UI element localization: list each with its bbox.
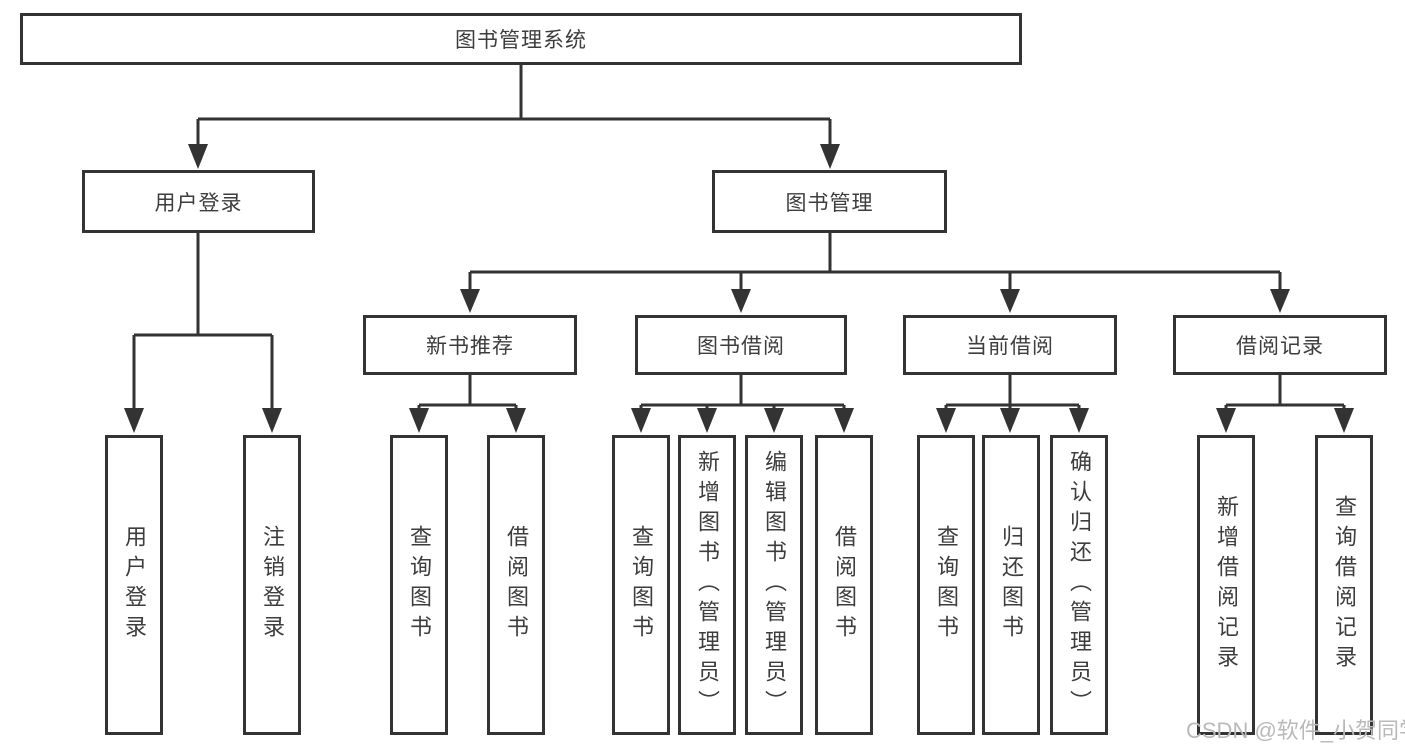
node-book-borrow-label: 图书借阅 bbox=[697, 335, 785, 358]
arrowheads-level3 bbox=[460, 289, 1290, 313]
node-current-borrow-label: 当前借阅 bbox=[966, 335, 1054, 358]
connector-borrow-records-subtree bbox=[1224, 375, 1346, 410]
leaf-user-login: 用户登录 bbox=[105, 435, 163, 735]
node-book-management: 图书管理 bbox=[712, 170, 947, 233]
leaf-query-books-borrow: 查询图书 bbox=[612, 435, 670, 735]
leaf-query-books-recommend-label: 查询图书 bbox=[407, 525, 432, 645]
leaf-query-borrow-record-label: 查询借阅记录 bbox=[1332, 495, 1357, 675]
leaf-logout-label: 注销登录 bbox=[260, 525, 285, 645]
leaf-add-book-admin-label: 新增图书（管理员） bbox=[695, 450, 720, 720]
connector-user-login-subtree bbox=[132, 233, 274, 410]
csdn-watermark: CSDN @软件_小贺同学 bbox=[1186, 718, 1405, 743]
arrowheads-new-book-leaves bbox=[409, 408, 526, 433]
leaf-add-borrow-record-label: 新增借阅记录 bbox=[1214, 495, 1239, 675]
leaf-user-login-label: 用户登录 bbox=[122, 525, 147, 645]
arrowheads-borrow-records-leaves bbox=[1216, 408, 1354, 433]
leaf-query-books-recommend: 查询图书 bbox=[390, 435, 448, 735]
connector-book-management-to-level3 bbox=[468, 233, 1282, 291]
leaf-query-books-current-label: 查询图书 bbox=[934, 525, 959, 645]
node-borrow-records: 借阅记录 bbox=[1173, 315, 1387, 375]
leaf-borrow-books-recommend: 借阅图书 bbox=[487, 435, 545, 735]
node-root-label: 图书管理系统 bbox=[455, 29, 587, 52]
connector-new-book-subtree bbox=[417, 375, 518, 410]
leaf-edit-book-admin: 编辑图书（管理员） bbox=[745, 435, 803, 735]
node-root: 图书管理系统 bbox=[20, 13, 1022, 65]
leaf-return-books-label: 归还图书 bbox=[999, 525, 1024, 645]
node-book-borrow: 图书借阅 bbox=[635, 315, 847, 375]
node-new-book-recommend-label: 新书推荐 bbox=[426, 335, 514, 358]
leaf-query-books-current: 查询图书 bbox=[917, 435, 975, 735]
leaf-confirm-return-admin-label: 确认归还（管理员） bbox=[1067, 450, 1092, 720]
node-new-book-recommend: 新书推荐 bbox=[363, 315, 577, 375]
leaf-borrow-books-label: 借阅图书 bbox=[832, 525, 857, 645]
leaf-query-books-borrow-label: 查询图书 bbox=[629, 525, 654, 645]
arrowheads-level2 bbox=[188, 144, 840, 169]
node-current-borrow: 当前借阅 bbox=[903, 315, 1117, 375]
connector-root-to-level2 bbox=[196, 65, 832, 146]
leaf-add-book-admin: 新增图书（管理员） bbox=[678, 435, 736, 735]
connector-current-borrow-subtree bbox=[944, 375, 1081, 410]
leaf-logout: 注销登录 bbox=[243, 435, 301, 735]
node-user-login: 用户登录 bbox=[82, 170, 315, 233]
arrowheads-current-borrow-leaves bbox=[936, 408, 1089, 433]
node-user-login-label: 用户登录 bbox=[154, 191, 243, 215]
leaf-query-borrow-record: 查询借阅记录 bbox=[1315, 435, 1373, 735]
leaf-confirm-return-admin: 确认归还（管理员） bbox=[1050, 435, 1108, 735]
leaf-add-borrow-record: 新增借阅记录 bbox=[1197, 435, 1255, 735]
leaf-borrow-books-recommend-label: 借阅图书 bbox=[504, 525, 529, 645]
arrowheads-user-login-leaves bbox=[124, 408, 282, 433]
arrowheads-book-borrow-leaves bbox=[631, 408, 854, 433]
leaf-borrow-books: 借阅图书 bbox=[815, 435, 873, 735]
leaf-return-books: 归还图书 bbox=[982, 435, 1040, 735]
node-borrow-records-label: 借阅记录 bbox=[1236, 335, 1324, 358]
leaf-edit-book-admin-label: 编辑图书（管理员） bbox=[762, 450, 787, 720]
connector-book-borrow-subtree bbox=[639, 375, 846, 410]
node-book-management-label: 图书管理 bbox=[785, 191, 874, 215]
